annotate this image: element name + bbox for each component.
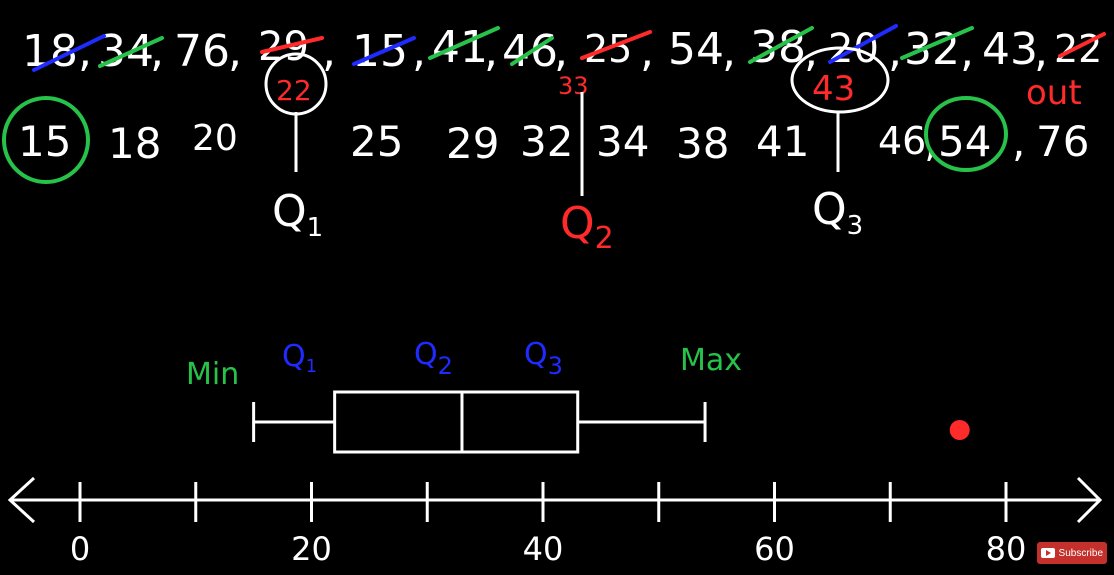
sorted-54: 54 bbox=[938, 117, 991, 166]
orig-43: 43 bbox=[982, 24, 1038, 75]
comma: , bbox=[412, 26, 426, 77]
min-label: Min bbox=[186, 357, 239, 392]
orig-34: 34 bbox=[98, 26, 154, 77]
axis-left-arrow bbox=[7, 476, 36, 524]
q3-value: 43 bbox=[812, 69, 855, 109]
sorted-46: 46 bbox=[878, 119, 926, 163]
bp-q3-label: Q3 bbox=[524, 337, 563, 380]
comma: , bbox=[1034, 26, 1048, 77]
min-circle bbox=[2, 96, 90, 184]
strike-38 bbox=[748, 26, 814, 64]
orig-76: 76 bbox=[174, 26, 230, 77]
q1-label: Q1 bbox=[272, 186, 323, 243]
boxplot-labels: Min Q1 Q2 Q3 Max bbox=[186, 337, 742, 392]
comma: , bbox=[554, 26, 568, 77]
subscribe-button[interactable]: Subscribe bbox=[1037, 542, 1107, 564]
orig-41: 41 bbox=[432, 22, 488, 73]
strike-25 bbox=[580, 30, 652, 60]
strike-marks bbox=[32, 24, 1106, 72]
sorted-76: 76 bbox=[1036, 117, 1089, 166]
max-circle bbox=[924, 96, 1008, 172]
original-data-row: 18 , 34 , 76 , 29 , 15 , 41 , 46 , 25 , … bbox=[22, 22, 1102, 77]
orig-54: 54 bbox=[668, 24, 724, 75]
q2-value: 33 bbox=[558, 72, 589, 100]
bp-q1-label: Q1 bbox=[282, 339, 317, 377]
comma: , bbox=[640, 26, 654, 77]
comma: , bbox=[322, 26, 336, 77]
quartile-annotations: 22 33 43 out bbox=[264, 46, 1082, 116]
orig-32: 32 bbox=[904, 24, 960, 75]
sorted-15: 15 bbox=[18, 117, 71, 166]
sorted-25: 25 bbox=[350, 117, 403, 166]
strike-46 bbox=[510, 36, 554, 66]
axis-tick-label: 20 bbox=[291, 530, 332, 568]
strike-34 bbox=[98, 36, 164, 68]
number-line bbox=[7, 476, 1103, 524]
q1-value: 22 bbox=[276, 74, 312, 107]
out-label: out bbox=[1026, 73, 1082, 113]
sorted-32: 32 bbox=[520, 117, 573, 166]
strike-20 bbox=[828, 24, 898, 64]
comma: , bbox=[150, 26, 164, 77]
axis-tick-label: 40 bbox=[523, 530, 564, 568]
comma: , bbox=[722, 26, 736, 77]
strike-15 bbox=[352, 36, 416, 66]
comma: , bbox=[888, 26, 902, 77]
sorted-34: 34 bbox=[596, 117, 649, 166]
comma: , bbox=[1012, 117, 1025, 166]
comma: , bbox=[228, 26, 242, 77]
comma: , bbox=[804, 26, 818, 77]
strike-32 bbox=[900, 26, 974, 60]
comma: , bbox=[484, 26, 498, 77]
axis-tick-label: 80 bbox=[986, 530, 1027, 568]
axis-tick-label: 0 bbox=[70, 530, 90, 568]
max-label: Max bbox=[680, 343, 742, 378]
quartile-labels: Q1 Q2 Q3 bbox=[272, 184, 863, 256]
strike-41 bbox=[428, 26, 500, 60]
boxplot bbox=[252, 390, 707, 454]
comma: , bbox=[960, 26, 974, 77]
outlier-point bbox=[949, 420, 970, 440]
sorted-20: 20 bbox=[192, 118, 238, 159]
sorted-41: 41 bbox=[756, 117, 809, 166]
bp-q2-label: Q2 bbox=[414, 337, 453, 380]
sorted-18: 18 bbox=[108, 119, 161, 168]
strike-29 bbox=[260, 36, 324, 54]
axis-tick-label: 60 bbox=[754, 530, 795, 568]
q2-label: Q2 bbox=[560, 198, 614, 256]
strike-18 bbox=[32, 34, 106, 72]
sorted-data-row: 15 18 20 25 29 32 34 38 41 46 , 54 , 76 bbox=[2, 92, 1089, 196]
axis-labels: 0 20 40 60 80 bbox=[70, 530, 1027, 568]
youtube-play-icon bbox=[1041, 548, 1055, 558]
q3-label: Q3 bbox=[812, 184, 863, 241]
subscribe-label: Subscribe bbox=[1058, 547, 1103, 559]
comma: , bbox=[78, 26, 92, 77]
sorted-38: 38 bbox=[676, 119, 729, 168]
strike-22 bbox=[1058, 32, 1106, 58]
q3-circle bbox=[790, 46, 890, 114]
sorted-29: 29 bbox=[446, 119, 499, 168]
iqr-box bbox=[333, 390, 580, 454]
axis-right-arrow bbox=[1076, 476, 1103, 524]
